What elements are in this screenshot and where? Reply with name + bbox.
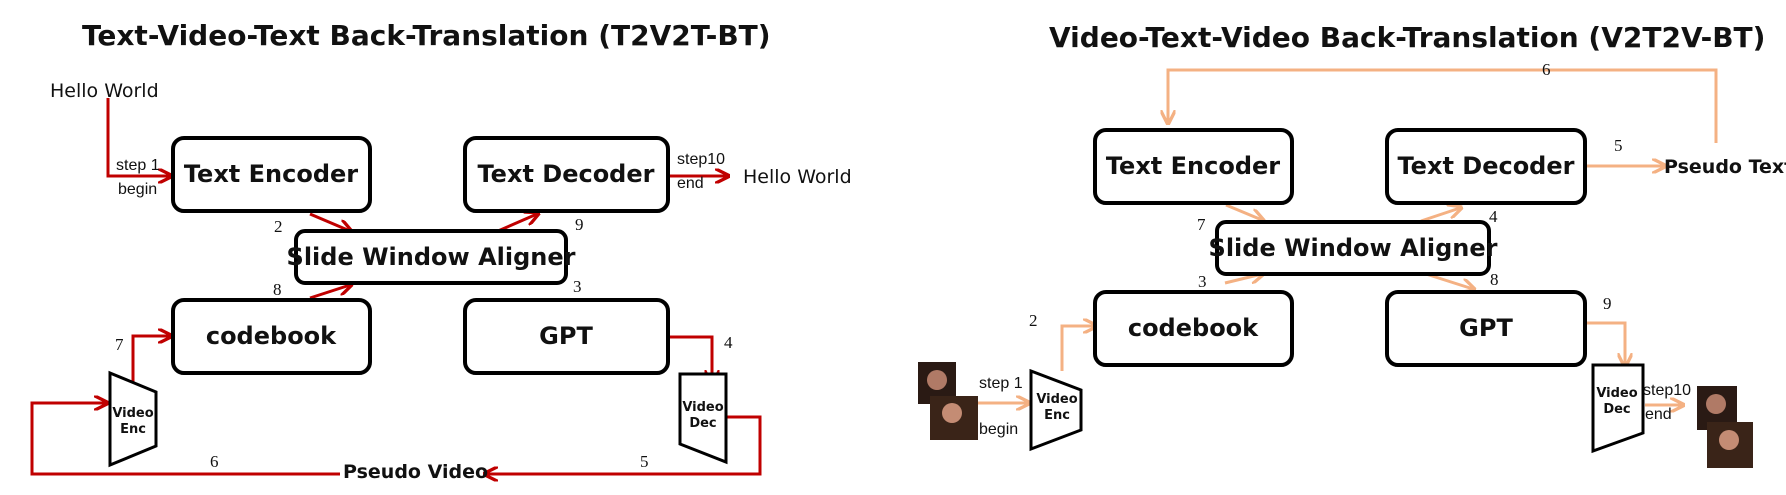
arrow-2 bbox=[1060, 326, 1095, 371]
text-decoder-label: Text Decoder bbox=[1398, 152, 1575, 180]
begin-label: begin bbox=[979, 421, 1018, 438]
arrow-7 bbox=[1225, 203, 1262, 220]
num-7: 7 bbox=[1197, 215, 1206, 234]
step1-label: step 1 bbox=[116, 157, 160, 174]
arrow-5 bbox=[486, 415, 762, 474]
left-panel: Text-Video-Text Back-Translation (T2V2T-… bbox=[30, 19, 852, 483]
input-text: Hello World bbox=[50, 80, 159, 102]
arrow-9 bbox=[1587, 321, 1625, 365]
gpt-label: GPT bbox=[539, 322, 593, 350]
num-8: 8 bbox=[273, 280, 282, 299]
svg-text:Enc: Enc bbox=[1044, 408, 1070, 423]
left-codebook: codebook bbox=[171, 298, 372, 375]
num-5: 5 bbox=[640, 452, 649, 471]
output-video-frames bbox=[1697, 386, 1753, 468]
input-video-frames bbox=[918, 362, 978, 440]
svg-text:Video: Video bbox=[112, 406, 153, 421]
codebook-label: codebook bbox=[206, 322, 337, 350]
svg-text:Dec: Dec bbox=[1603, 402, 1630, 417]
right-video-decoder: Video Dec bbox=[1591, 363, 1645, 454]
num-6: 6 bbox=[1542, 60, 1551, 79]
arrow-8 bbox=[1425, 272, 1473, 289]
arrow-6 bbox=[1168, 68, 1718, 143]
num-6: 6 bbox=[210, 452, 219, 471]
num-3: 3 bbox=[1198, 272, 1207, 291]
svg-text:Dec: Dec bbox=[689, 416, 716, 431]
left-aligner: Slide Window Aligner bbox=[287, 229, 576, 285]
left-text-decoder: Text Decoder bbox=[463, 136, 670, 213]
svg-text:Video: Video bbox=[1036, 392, 1077, 407]
svg-text:Video: Video bbox=[682, 400, 723, 415]
arrow-2 bbox=[309, 212, 350, 231]
arrow-7 bbox=[131, 336, 170, 386]
arrow-6 bbox=[30, 403, 340, 476]
text-decoder-label: Text Decoder bbox=[478, 160, 655, 188]
svg-text:Enc: Enc bbox=[120, 422, 146, 437]
text-encoder-label: Text Encoder bbox=[1106, 152, 1280, 180]
pseudo-video: Pseudo Video bbox=[343, 461, 488, 483]
num-2: 2 bbox=[1029, 311, 1038, 330]
text-encoder-label: Text Encoder bbox=[184, 160, 358, 188]
left-text-encoder: Text Encoder bbox=[171, 136, 372, 213]
left-video-encoder: Video Enc bbox=[108, 370, 158, 468]
pseudo-text: Pseudo Text bbox=[1664, 156, 1786, 178]
step10-label: step10 bbox=[677, 151, 725, 168]
num-8: 8 bbox=[1490, 270, 1499, 289]
num-7: 7 bbox=[115, 335, 124, 354]
right-text-encoder: Text Encoder bbox=[1093, 128, 1294, 205]
arrow-step1 bbox=[106, 98, 170, 176]
left-gpt: GPT bbox=[463, 298, 670, 375]
end-label: end bbox=[677, 175, 704, 192]
svg-text:Video: Video bbox=[1596, 386, 1637, 401]
right-gpt: GPT bbox=[1385, 290, 1587, 367]
right-codebook: codebook bbox=[1093, 290, 1294, 367]
right-video-encoder: Video Enc bbox=[1029, 368, 1083, 452]
num-4: 4 bbox=[1489, 207, 1498, 226]
num-4: 4 bbox=[724, 333, 733, 352]
num-2: 2 bbox=[274, 217, 283, 236]
right-panel: Video-Text-Video Back-Translation (V2T2V… bbox=[918, 21, 1786, 468]
output-text: Hello World bbox=[743, 166, 852, 188]
left-video-decoder: Video Dec bbox=[678, 372, 728, 465]
begin-label: begin bbox=[118, 181, 157, 198]
arrow-8 bbox=[309, 285, 350, 300]
num-9: 9 bbox=[575, 215, 584, 234]
arrow-4 bbox=[670, 335, 712, 382]
right-aligner: Slide Window Aligner bbox=[1209, 220, 1498, 276]
codebook-label: codebook bbox=[1128, 314, 1259, 342]
right-text-decoder: Text Decoder bbox=[1385, 128, 1587, 205]
step1-label: step 1 bbox=[979, 375, 1023, 392]
gpt-label: GPT bbox=[1459, 314, 1513, 342]
num-3: 3 bbox=[573, 277, 582, 296]
arrow-4 bbox=[1420, 208, 1460, 223]
num-5: 5 bbox=[1614, 136, 1623, 155]
num-9: 9 bbox=[1603, 294, 1612, 313]
step10-label: step10 bbox=[1643, 382, 1691, 399]
right-title: Video-Text-Video Back-Translation (V2T2V… bbox=[1049, 21, 1765, 54]
end-label: end bbox=[1645, 406, 1672, 423]
left-title: Text-Video-Text Back-Translation (T2V2T-… bbox=[82, 19, 771, 52]
arrow-9 bbox=[497, 214, 537, 233]
aligner-label: Slide Window Aligner bbox=[1209, 234, 1498, 262]
aligner-label: Slide Window Aligner bbox=[287, 243, 576, 271]
